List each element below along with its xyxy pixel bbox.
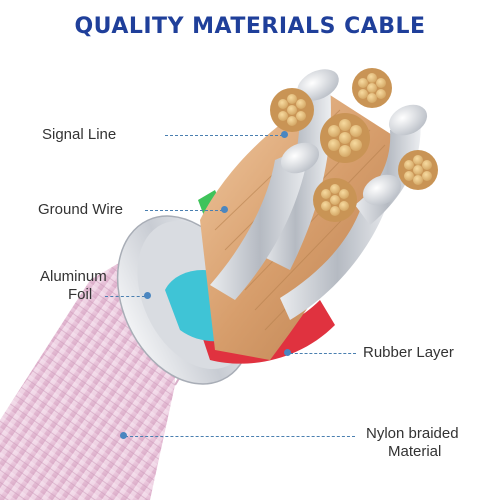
signal-line-callout bbox=[165, 135, 283, 136]
silver-cap bbox=[362, 174, 402, 206]
rubber-layer-callout bbox=[290, 353, 356, 354]
aluminum-foil-label-line1: Aluminum bbox=[40, 268, 107, 285]
copper-strand-face bbox=[270, 88, 314, 132]
rubber-layer-label: Rubber Layer bbox=[363, 344, 454, 361]
silver-wire-2 bbox=[210, 145, 310, 300]
silver-cap bbox=[280, 142, 320, 174]
copper-strand-face bbox=[398, 150, 438, 190]
nylon-braided-dot bbox=[120, 432, 127, 439]
copper-strand-face bbox=[352, 68, 392, 108]
ground-wire-label: Ground Wire bbox=[38, 201, 124, 218]
rubber-layer-dot bbox=[284, 349, 291, 356]
page-title: QUALITY MATERIALS CABLE bbox=[74, 14, 426, 39]
copper-strand-face bbox=[320, 113, 370, 163]
signal-line-label: Signal Line bbox=[42, 126, 117, 143]
silver-cap bbox=[297, 69, 339, 101]
silver-cap bbox=[388, 104, 428, 136]
aluminum-foil-label-line2: Foil bbox=[68, 286, 93, 303]
ground-wire-callout bbox=[145, 210, 223, 211]
aluminum-foil-callout bbox=[105, 296, 145, 297]
aluminum-foil-dot bbox=[144, 292, 151, 299]
nylon-braided-label-line2: Material bbox=[388, 443, 442, 460]
ground-wire-dot bbox=[221, 206, 228, 213]
copper-strand-face bbox=[313, 178, 357, 222]
nylon-braided-callout bbox=[125, 436, 355, 437]
nylon-braided-label-line1: Nylon braided bbox=[366, 425, 459, 442]
signal-line-dot bbox=[281, 131, 288, 138]
